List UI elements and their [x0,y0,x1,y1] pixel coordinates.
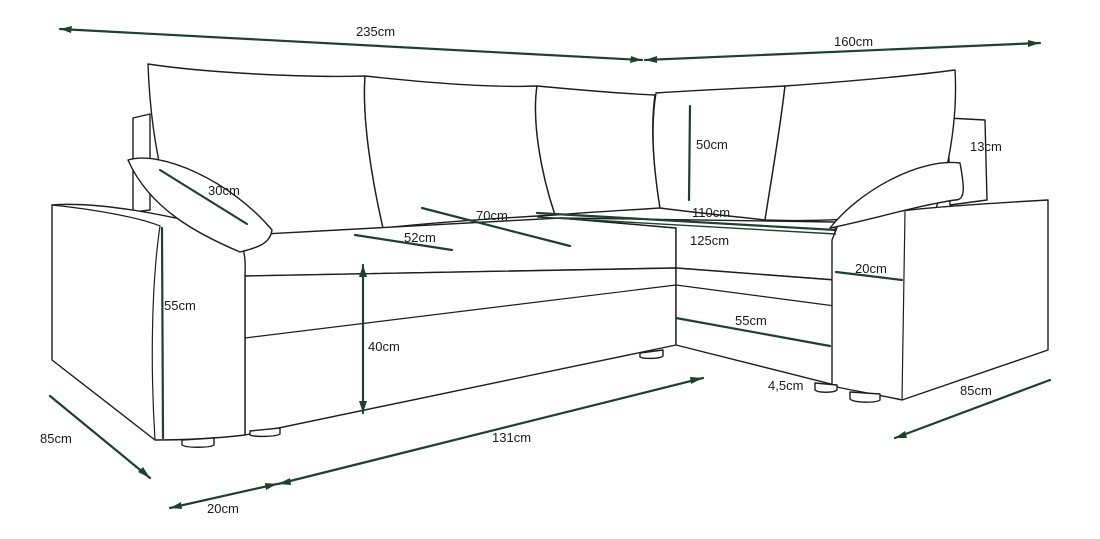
label-seat-height: 40cm [368,339,400,354]
left-pillow [127,157,273,253]
right-pillow [829,161,964,229]
leg-2 [249,427,281,438]
label-total-width: 235cm [356,24,395,39]
label-bottom-length: 131cm [492,430,531,445]
label-arm-height: 55cm [164,298,196,313]
back-cushion-4 [652,85,786,221]
label-back-depth: 70cm [476,208,508,223]
label-cushion-height: 50cm [696,137,728,152]
label-pillow: 30cm [208,183,240,198]
label-left-arm-width: 20cm [207,501,239,516]
leg-4 [814,382,838,393]
back-cushion-2 [363,75,556,229]
right-armrest [831,199,1049,401]
leg-5 [849,391,881,403]
left-arm-top [51,204,161,227]
chaise-line [675,284,836,307]
label-bed-width-top: 110cm [692,205,730,220]
label-arm-width: 20cm [855,261,887,276]
left-arm-front [151,225,161,441]
label-right-depth: 85cm [960,383,992,398]
back-cushion-3 [534,85,661,216]
label-leg-height: 4,5cm [768,378,803,393]
dimension-arrowheads [60,26,1040,509]
label-chaise-depth: 55cm [735,313,767,328]
label-armrest-top: 13cm [970,139,1002,154]
drawer-line [244,284,677,339]
right-arm-front [901,211,906,401]
label-corner-width: 160cm [834,34,873,49]
leg-1 [181,437,215,448]
dimension-lines [48,27,1052,510]
label-bed-width: 125cm [690,233,729,248]
leg-3 [639,349,664,360]
label-left-depth: 85cm [40,431,72,446]
label-seat-depth: 52cm [404,230,436,245]
